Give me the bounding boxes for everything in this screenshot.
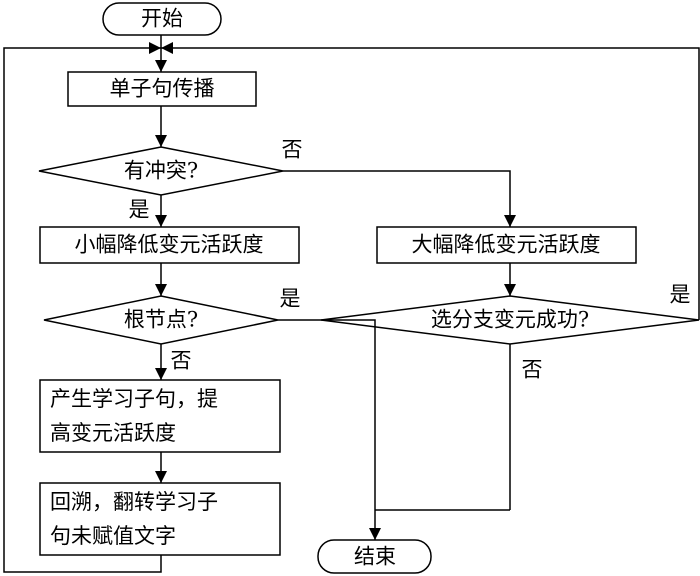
root-label: 根节点?: [123, 307, 199, 332]
branch-yes-label: 是: [669, 282, 691, 307]
backtrack-line-1: 回溯，翻转学习子: [50, 490, 218, 514]
unit-propagation-label: 单子句传播: [109, 76, 215, 101]
learn-clause-label: 产生学习子句，提 高变元活跃度: [50, 382, 218, 450]
root-yes-label: 是: [279, 286, 301, 311]
unit-propagation-box: [67, 71, 257, 107]
arrow-branch-yes-loop: [161, 42, 700, 320]
start-label: 开始: [141, 6, 183, 31]
backtrack-box: [39, 482, 281, 556]
end-label: 结束: [354, 544, 396, 569]
learn-clause-line-1: 产生学习子句，提: [50, 387, 218, 411]
decay-large-box: [376, 226, 637, 264]
arrow-root-yes-to-end: [278, 319, 381, 540]
backtrack-line-2: 句未赋值文字: [50, 524, 176, 548]
backtrack-label: 回溯，翻转学习子 句未赋值文字: [50, 485, 218, 553]
arrow-backtrack-loop: [3, 42, 162, 573]
decay-large-label: 大幅降低变元活跃度: [411, 232, 601, 257]
conflict-label: 有冲突?: [123, 158, 199, 183]
branch-no-label: 否: [521, 357, 543, 382]
conflict-yes-label: 是: [128, 197, 150, 222]
conflict-no-label: 否: [281, 137, 303, 162]
arrow-conflict-no: [283, 170, 516, 227]
learn-clause-line-2: 高变元活跃度: [50, 421, 176, 445]
decay-small-box: [39, 226, 300, 264]
learn-clause-box: [39, 379, 281, 453]
branch-label: 选分支变元成功?: [430, 307, 590, 332]
start-terminal-shape: [102, 2, 222, 36]
root-no-label: 否: [170, 348, 192, 373]
decay-small-label: 小幅降低变元活跃度: [74, 232, 264, 257]
